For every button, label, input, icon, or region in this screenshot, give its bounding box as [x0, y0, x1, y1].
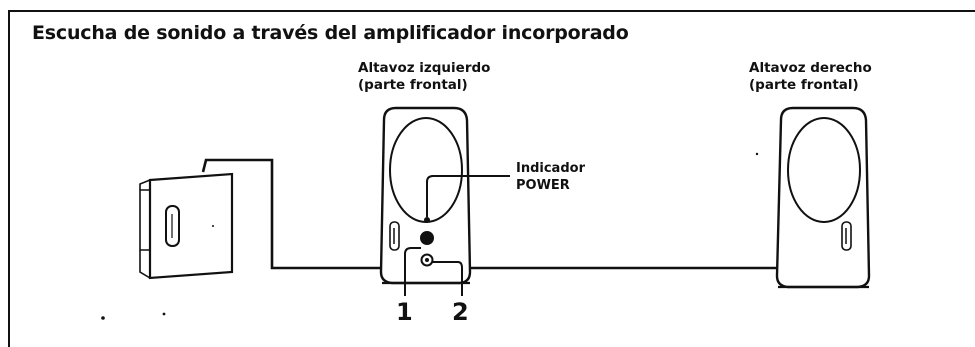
scan-speck: [755, 152, 759, 156]
portable-player-icon: [139, 172, 234, 280]
volume-knob-icon: [420, 231, 434, 245]
player-cable: [201, 158, 382, 270]
diagram-frame: [8, 10, 975, 347]
power-indicator-label: Indicador POWER: [516, 161, 585, 193]
callout-1: 1: [396, 298, 413, 326]
power-led-icon: [424, 217, 430, 223]
right-speaker-icon: [775, 106, 871, 289]
scan-speck: [101, 316, 105, 320]
indicator-leader: [426, 175, 510, 217]
callout-2: 2: [452, 298, 469, 326]
callout-2-leader: [432, 261, 463, 296]
headphone-jack-icon: [420, 253, 434, 267]
right-speaker-label: Altavoz derecho (parte frontal): [749, 60, 872, 93]
left-speaker-icon: [379, 106, 472, 285]
diagram-title: Escucha de sonido a través del amplifica…: [32, 22, 629, 44]
scan-speck: [162, 312, 166, 316]
callout-1-leader: [404, 247, 421, 296]
left-speaker-label: Altavoz izquierdo (parte frontal): [358, 60, 491, 93]
